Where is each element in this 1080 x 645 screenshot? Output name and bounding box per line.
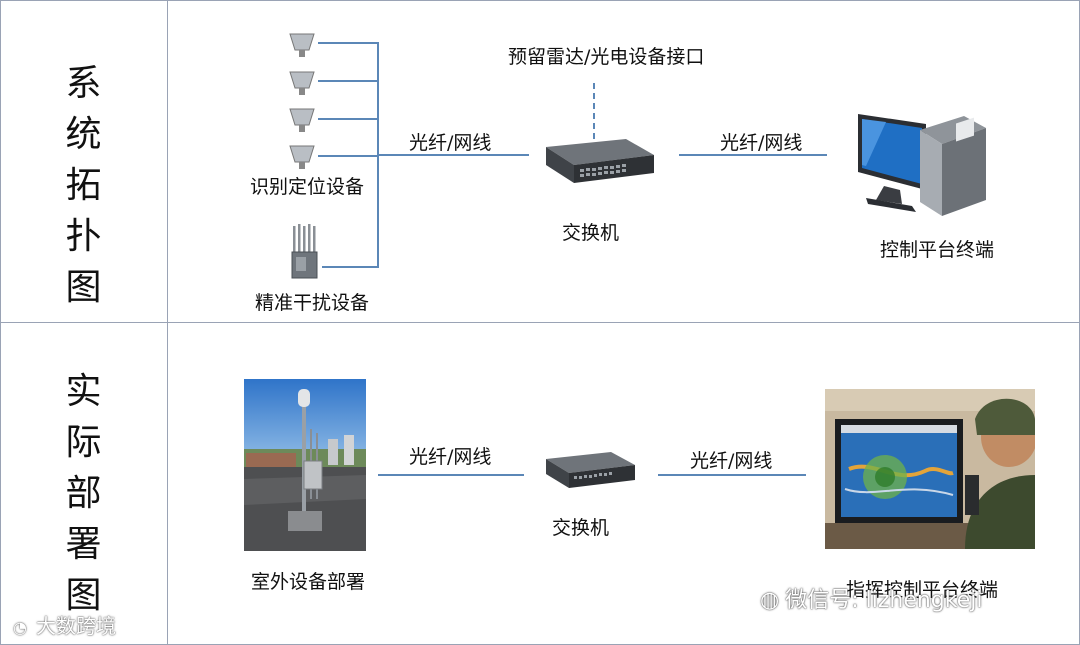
section-divider [0, 322, 1080, 323]
sensor-link-line [318, 118, 378, 120]
sensor-antenna-icon [287, 30, 317, 60]
reserved-interface-line [593, 83, 595, 139]
title-column-divider [167, 0, 168, 645]
sensor-link-line [318, 155, 378, 157]
sensor-link-line [318, 80, 378, 82]
sensor-link-line [318, 42, 378, 44]
identify-device-label: 识别定位设备 [250, 172, 364, 199]
sensor-antenna-icon [287, 142, 317, 172]
outdoor-deployment-label: 室外设备部署 [251, 567, 365, 594]
deployment-link-line-2 [658, 474, 806, 476]
deployment-link1-label: 光纤/网线 [409, 442, 491, 469]
sensor-antenna-icon [287, 105, 317, 135]
jammer-link-line [322, 266, 378, 268]
sensor-antenna-icon [287, 68, 317, 98]
reserved-interface-label: 预留雷达/光电设备接口 [508, 42, 704, 69]
topology-link1-label: 光纤/网线 [409, 128, 491, 155]
brand-logo-icon: ◔ [8, 616, 32, 639]
deployment-section-title: 实 际 部 署 图 [0, 366, 167, 621]
topology-link2-label: 光纤/网线 [720, 128, 802, 155]
jammer-device-label: 精准干扰设备 [255, 288, 369, 315]
network-switch-icon [540, 135, 660, 195]
topology-section-title: 系 统 拓 扑 图 [0, 58, 167, 313]
deployment-switch-label: 交换机 [552, 513, 609, 540]
desktop-computer-icon [856, 108, 986, 220]
watermark-right-text: 微信号: lizhengkeji [785, 588, 982, 613]
deployment-link2-label: 光纤/网线 [690, 446, 772, 473]
wechat-icon: ◍ [760, 588, 779, 613]
topology-switch-label: 交换机 [562, 218, 619, 245]
watermark-left-text: 大数跨境 [36, 614, 116, 638]
outdoor-deployment-photo [244, 379, 366, 551]
network-switch-icon [541, 449, 641, 495]
jammer-device-icon [290, 224, 320, 280]
command-terminal-photo [825, 389, 1035, 549]
deployment-link-line-1 [378, 474, 524, 476]
watermark-left: ◔大数跨境 [8, 610, 116, 639]
control-terminal-label: 控制平台终端 [880, 235, 994, 262]
watermark-right: ◍微信号: lizhengkeji [760, 582, 982, 614]
